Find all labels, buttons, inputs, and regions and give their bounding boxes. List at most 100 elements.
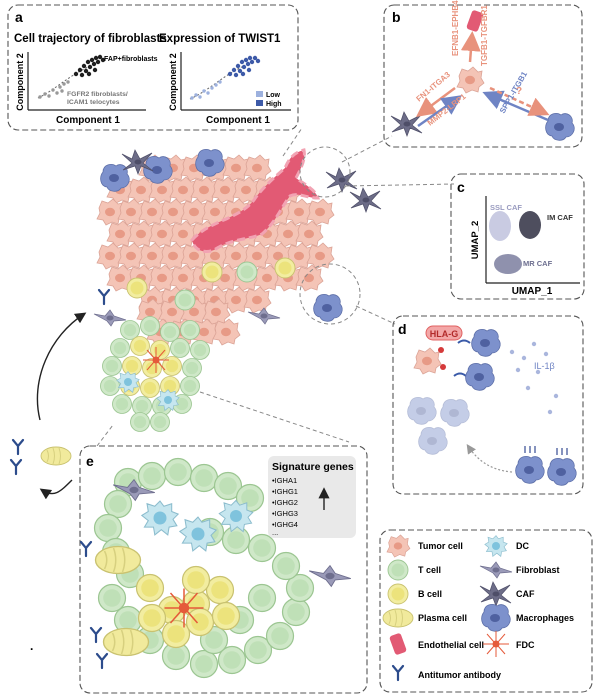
tumor-cell-16: [117, 198, 146, 226]
tumor-cell-27: [127, 220, 156, 248]
panel-d-il-label: IL-1β: [534, 361, 555, 371]
tls-tcell-0: [120, 320, 140, 340]
panel-b-arrow-left: [415, 86, 456, 117]
tls-cluster: [100, 316, 210, 432]
panel-e-tcell-10: [97, 583, 127, 613]
panel-c-ylabel: UMAP_2: [470, 221, 481, 260]
tls-bcell-16: [140, 378, 160, 398]
panel-a-legend-high-swatch: [256, 100, 263, 106]
tls-tcell-4: [110, 338, 130, 358]
tumor-cell-38: [138, 242, 167, 270]
panel-b-question: ?: [516, 86, 522, 97]
tumor-cell-25: [306, 198, 335, 226]
tissue-bcell-2: [274, 257, 296, 279]
cycle-antibody-2: [9, 458, 23, 476]
tls-tcell-24: [150, 412, 170, 432]
cycle-arrow-up: [36, 312, 87, 421]
panel-c-im-cluster: [519, 211, 541, 239]
panel-a-left-xlabel: Component 1: [56, 115, 120, 126]
panel-b-pair-tgfb1: TGFB1-TGFBR1: [480, 5, 489, 66]
tls-tcell-18: [180, 376, 200, 396]
panel-d-hla-label: HLA-G: [430, 329, 459, 339]
panel-e-tcell-1: [137, 461, 167, 491]
panel-e-tcell-14: [189, 649, 219, 679]
tumor-cell-15: [96, 198, 125, 226]
tissue-macrophage-4: [313, 293, 343, 322]
tumor-cell-50: [169, 264, 198, 292]
panel-e-letter: e: [86, 453, 94, 469]
panel-b-pair-efnb1: EFNB1-EPHB4: [451, 0, 460, 56]
tissue-tcell-2: [174, 289, 196, 311]
panel-e-tcell-3: [189, 463, 219, 493]
tumor-cell-46: [306, 242, 335, 270]
legend-label-bcell: B cell: [418, 589, 442, 599]
panel-c-ssl-label: SSL CAF: [490, 203, 522, 212]
panel-a-left-title: Cell trajectory of fibroblasts: [14, 33, 167, 45]
tissue-caf-2: [349, 187, 382, 213]
legend-label-antibody: Antitumor antibody: [418, 670, 501, 680]
tumor-cell-11: [211, 176, 240, 204]
zoom-line-a: [282, 127, 303, 157]
tumor-cell-70: [212, 318, 241, 346]
panel-a-fgfr2-label-2: ICAM1 telocytes: [67, 99, 120, 106]
legend-t-cell-icon: [387, 559, 409, 581]
panel-d-arrow: [466, 444, 513, 473]
legend-plasma-cell-icon: [382, 608, 414, 628]
cycle-antibody-1: [11, 438, 25, 456]
panel-e-plasma-1: [94, 545, 142, 575]
panel-a-fgfr2-label-1: FGFR2 fibroblasts/: [67, 91, 128, 98]
tumor-cell-4: [222, 154, 251, 182]
panel-e-gene-1: •IGHA1: [272, 476, 297, 485]
panel-e-bcell-6: [137, 603, 167, 633]
tissue-bcell-3: [126, 277, 148, 299]
endothelial-vessel: [190, 148, 320, 254]
panel-a-right-title: Expression of TWIST1: [159, 33, 281, 45]
panel-e-bcell-3: [205, 575, 235, 605]
panel-b-arrow-question: [489, 86, 550, 116]
tls-tcell-1: [140, 316, 160, 336]
tissue-tcell-1: [236, 261, 258, 283]
panel-c-letter: c: [457, 179, 465, 195]
tumor-cell-17: [138, 198, 167, 226]
panel-e-plasma-2: [102, 627, 150, 657]
panel-c-im-label: IM CAF: [547, 213, 573, 222]
zoom-line-c: [345, 183, 455, 187]
panel-c: c UMAP_2 UMAP_1 SSL CAF IM CAF MR CAF: [450, 173, 585, 300]
panel-a-left-ylabel: Component 2: [15, 53, 25, 111]
panel-d-il1b-dots: [509, 341, 559, 415]
panel-a: a Cell trajectory of fibroblasts Express…: [7, 4, 299, 131]
tumor-cell-37: [117, 242, 146, 270]
panel-a-left-points: FAP+fibroblasts FGFR2 fibroblasts/ ICAM1…: [37, 54, 158, 106]
tumor-cell-24: [285, 198, 314, 226]
panel-a-legend-high: High: [266, 101, 282, 108]
panel-e-tcell-22: [221, 525, 251, 555]
panel-e-tcell-17: [265, 621, 295, 651]
panel-e-gene-5: •IGHG4: [272, 520, 298, 529]
tumor-cell-36: [96, 242, 125, 270]
legend-endothelial-cell-icon: [389, 633, 407, 655]
tls-tcell-8: [190, 340, 210, 360]
panel-b-arrow-up: [460, 31, 481, 63]
tissue-caf-3: [325, 167, 358, 193]
panel-c-ssl-cluster: [489, 211, 511, 241]
stray-dot: .: [30, 639, 33, 653]
panel-a-right-ylabel: Component 2: [168, 53, 178, 111]
tls-tcell-3: [180, 320, 200, 340]
legend-label-macrophage: Macrophages: [516, 613, 574, 623]
tissue-fibroblast-1: [93, 309, 127, 327]
panel-e-signature-title: Signature genes: [272, 461, 354, 473]
tissue-bcell-1: [201, 261, 223, 283]
legend-label-fibroblast: Fibroblast: [516, 565, 560, 575]
tumor-cell-34: [274, 220, 303, 248]
tls-bcell-12: [162, 356, 182, 376]
tumor-cell-62: [243, 286, 272, 314]
panel-e-gene-3: •IGHG2: [272, 498, 298, 507]
tumor-cell-26: [106, 220, 135, 248]
panel-e-tcell-6: [103, 489, 133, 519]
panel-e: e Signature genes •IGHA1 •IGHG1 •IGHG2 •…: [79, 445, 368, 694]
zoom-line-b1: [341, 135, 393, 163]
cycle-arrow-down: [39, 479, 73, 500]
panel-a-fap-label: FAP+fibroblasts: [104, 56, 158, 63]
tumor-cell-19: [180, 198, 209, 226]
panel-b-arrow-right: [417, 95, 463, 128]
